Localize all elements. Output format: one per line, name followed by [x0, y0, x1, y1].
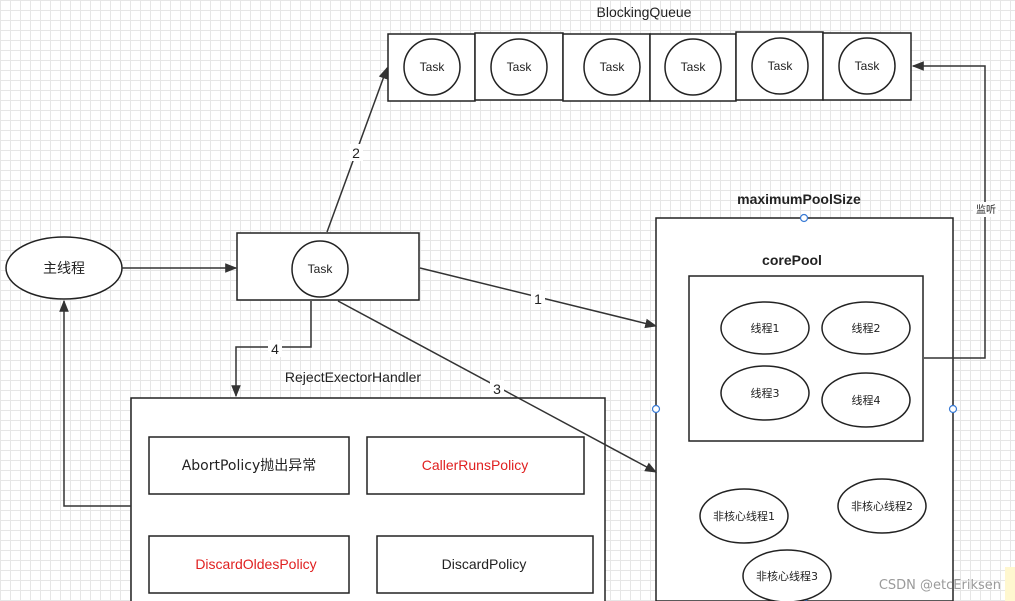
core-thread — [821, 372, 911, 428]
non-core-thread-label: 非核心线程3 — [756, 569, 818, 583]
queue-task — [583, 38, 641, 96]
queue-task — [838, 37, 896, 95]
incoming-task-label: Task — [308, 262, 334, 276]
watermark: CSDN @etcEriksen — [878, 578, 1001, 593]
edge-label-3: 3 — [493, 381, 501, 397]
edge-label-bg — [349, 144, 363, 161]
policy-box-abort — [148, 436, 350, 495]
queue-task-label: Task — [420, 60, 446, 74]
queue-task-label: Task — [507, 60, 533, 74]
queue-task-label: Task — [768, 59, 794, 73]
core-thread — [821, 301, 911, 355]
policy-discard-oldest-label: DiscardOldesPolicy — [195, 556, 316, 572]
core-thread — [720, 365, 810, 421]
policy-discard-label: DiscardPolicy — [442, 556, 527, 572]
queue-task — [490, 38, 548, 96]
resize-handle — [799, 213, 809, 223]
resize-handle — [948, 404, 958, 414]
incoming-task-node — [291, 240, 349, 298]
resize-handle — [651, 404, 661, 414]
blocking-queue — [387, 31, 912, 102]
pool-title: maximumPoolSize — [737, 191, 861, 207]
core-thread — [720, 301, 810, 355]
queue-task — [403, 38, 461, 96]
handler-to-main-arrow — [59, 299, 131, 507]
edge-label-1: 1 — [534, 291, 542, 307]
core-pool-title: corePool — [762, 252, 822, 268]
main-thread-label: 主线程 — [43, 261, 85, 277]
non-core-thread-label: 非核心线程2 — [851, 499, 913, 513]
policy-box-caller-runs — [366, 436, 585, 495]
policy-caller-runs-label: CallerRunsPolicy — [422, 457, 529, 473]
handler-title: RejectExectorHandler — [285, 369, 422, 385]
policy-abort-label: AbortPolicy抛出异常 — [182, 458, 317, 474]
edge-label-bg — [268, 340, 282, 357]
edge-label-2: 2 — [352, 145, 360, 161]
queue-task — [751, 37, 809, 95]
core-thread-label: 线程2 — [852, 321, 881, 335]
queue-title: BlockingQueue — [597, 4, 692, 20]
queue-task — [664, 38, 722, 96]
core-thread-label: 线程1 — [751, 321, 780, 335]
queue-task-label: Task — [681, 60, 707, 74]
edge-label-bg — [973, 202, 998, 217]
edge-label-monitor: 监听 — [976, 203, 996, 216]
policy-box-discard-oldest — [148, 535, 350, 594]
core-thread-label: 线程3 — [751, 386, 780, 400]
edge-label-bg — [531, 290, 545, 307]
queue-task-label: Task — [855, 59, 881, 73]
queue-task-label: Task — [600, 60, 626, 74]
non-core-thread — [742, 549, 832, 601]
policy-box-discard — [376, 535, 594, 594]
non-core-thread-label: 非核心线程1 — [713, 509, 775, 523]
non-core-thread — [699, 488, 789, 544]
non-core-thread — [837, 478, 927, 534]
edge-label-bg — [490, 380, 504, 397]
edge-label-4: 4 — [271, 341, 279, 357]
corner-tab — [1005, 567, 1015, 601]
core-thread-label: 线程4 — [852, 393, 881, 407]
